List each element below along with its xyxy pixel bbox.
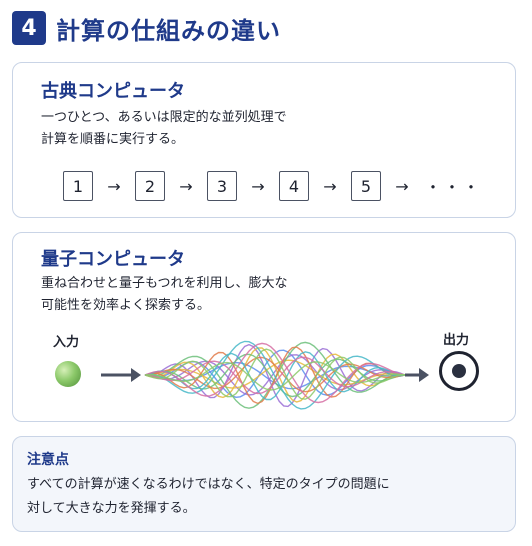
superposition-waves-illustration — [101, 340, 429, 410]
sequential-steps: 1 → 2 → 3 → 4 → 5 → ・・・ — [63, 171, 482, 201]
classical-computer-card: 古典コンピュータ 一つひとつ、あるいは限定的な並列処理で 計算を順番に実行する。… — [12, 62, 516, 218]
ellipsis: ・・・ — [425, 178, 483, 197]
input-label: 入力 — [53, 335, 80, 350]
section-number-badge: 4 — [12, 11, 46, 45]
input-ball-icon — [55, 361, 81, 387]
step-box-3: 3 — [207, 171, 237, 201]
note-text: すべての計算が速くなるわけではなく、特定のタイプの問題に 対して大きな力を発揮す… — [27, 473, 507, 521]
arrow-out-icon — [405, 368, 429, 382]
note-title: 注意点 — [27, 452, 69, 468]
right-arrow-icon: → — [395, 176, 409, 196]
classical-title: 古典コンピュータ — [41, 81, 185, 102]
classical-desc-line2: 計算を順番に実行する。 — [41, 132, 185, 147]
note-text-line1: すべての計算が速くなるわけではなく、特定のタイプの問題に — [27, 477, 390, 492]
wave-path — [144, 356, 406, 393]
quantum-description: 重ね合わせと量子もつれを利用し、膨大な 可能性を効率よく探索する。 — [41, 273, 481, 317]
right-arrow-icon: → — [107, 176, 121, 196]
output-target-icon — [439, 351, 479, 391]
classical-desc-line1: 一つひとつ、あるいは限定的な並列処理で — [41, 110, 287, 125]
section-header: 4 計算の仕組みの違い — [12, 10, 281, 46]
output-dot-icon — [452, 364, 466, 378]
output-label: 出力 — [443, 333, 470, 348]
wave-paths — [144, 340, 406, 410]
wave-path — [144, 343, 406, 408]
quantum-desc-line2: 可能性を効率よく探索する。 — [41, 298, 211, 313]
wave-path — [144, 340, 406, 410]
step-box-5: 5 — [351, 171, 381, 201]
note-text-line2: 対して大きな力を発揮する。 — [27, 501, 196, 516]
arrow-in-icon — [101, 368, 141, 382]
page-title: 計算の仕組みの違い — [56, 16, 281, 45]
step-box-4: 4 — [279, 171, 309, 201]
quantum-computer-card: 量子コンピュータ 重ね合わせと量子もつれを利用し、膨大な 可能性を効率よく探索す… — [12, 232, 516, 422]
wave-path — [144, 348, 405, 400]
step-box-1: 1 — [63, 171, 93, 201]
classical-description: 一つひとつ、あるいは限定的な並列処理で 計算を順番に実行する。 — [41, 107, 481, 151]
wave-path — [144, 361, 406, 391]
wave-path — [144, 342, 406, 404]
right-arrow-icon: → — [251, 176, 265, 196]
note-box: 注意点 すべての計算が速くなるわけではなく、特定のタイプの問題に 対して大きな力… — [12, 436, 516, 532]
right-arrow-icon: → — [323, 176, 337, 196]
quantum-desc-line1: 重ね合わせと量子もつれを利用し、膨大な — [41, 276, 288, 291]
right-arrow-icon: → — [179, 176, 193, 196]
step-box-2: 2 — [135, 171, 165, 201]
quantum-title: 量子コンピュータ — [41, 249, 185, 270]
